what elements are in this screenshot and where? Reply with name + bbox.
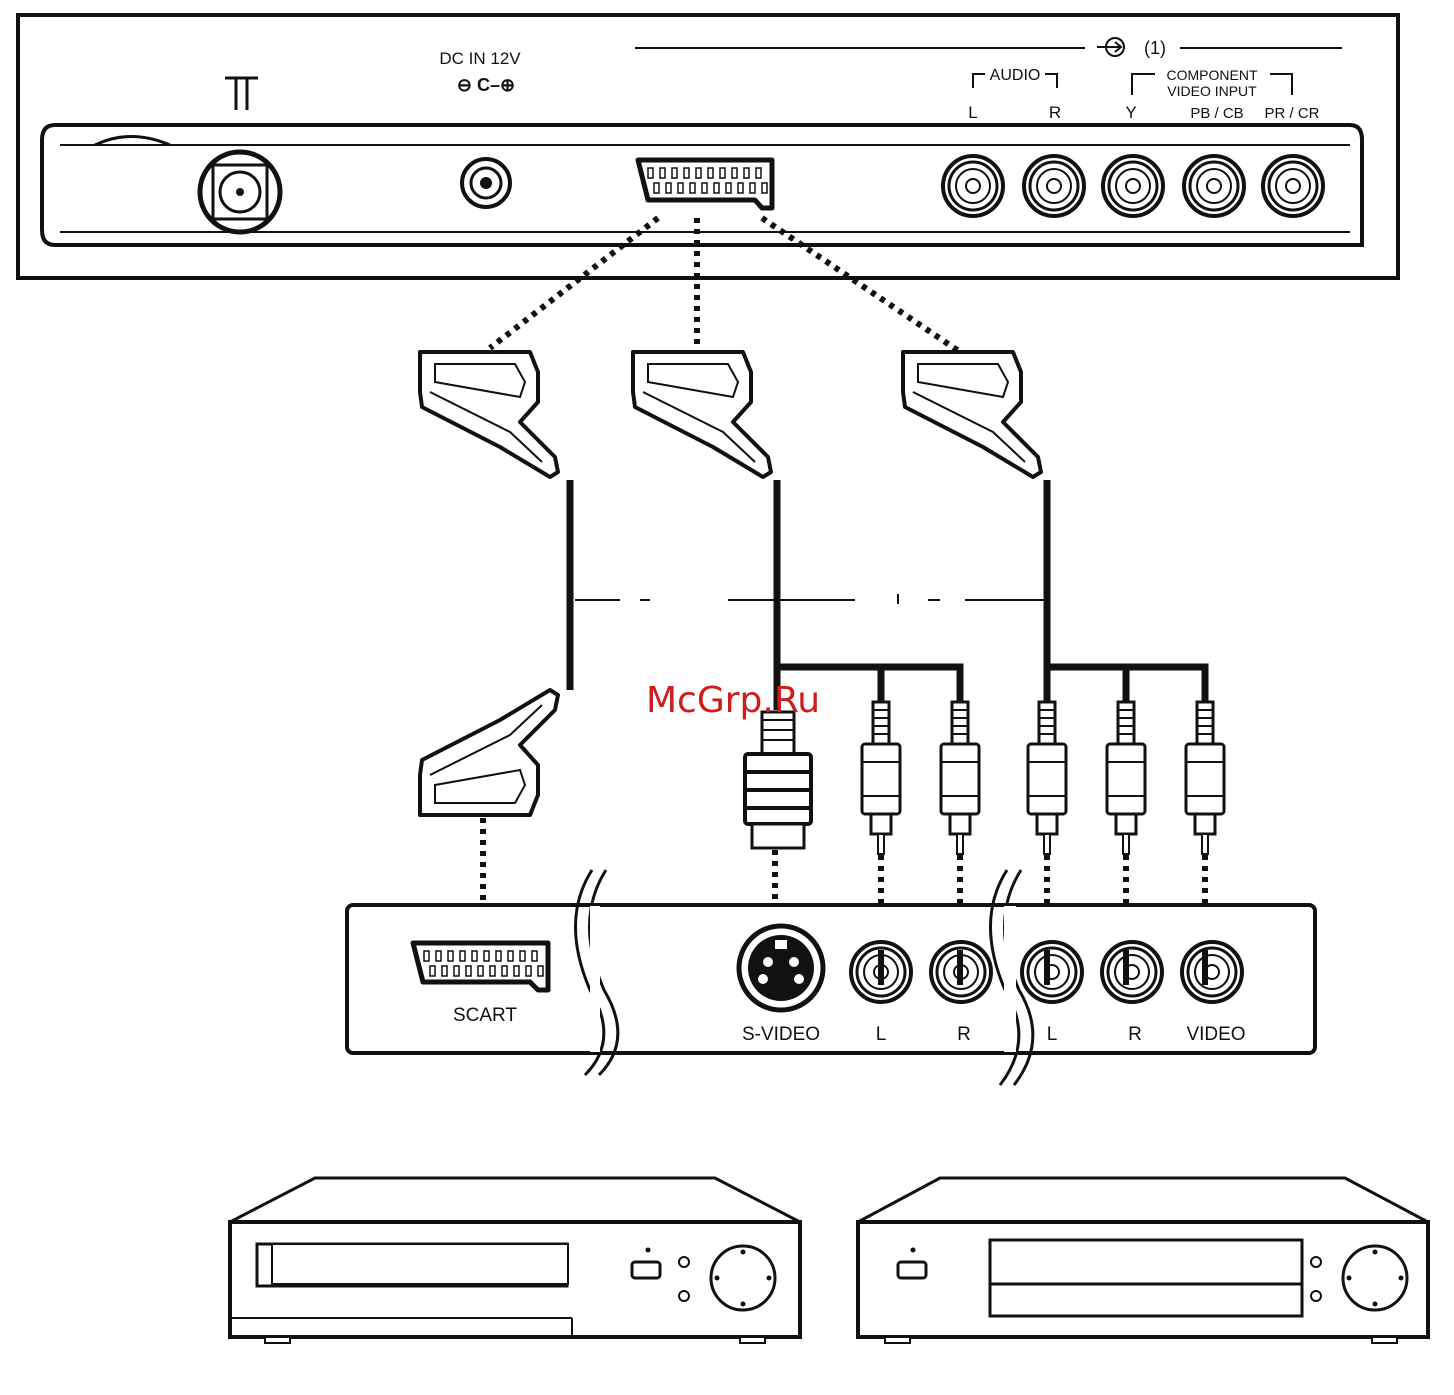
r2-label: R bbox=[1128, 1024, 1142, 1045]
scart-pin bbox=[762, 183, 767, 193]
device-video-jack bbox=[1182, 942, 1242, 1002]
scart-pin bbox=[750, 183, 755, 193]
y-label: Y bbox=[1125, 103, 1136, 122]
device-l2-jack bbox=[1022, 942, 1082, 1002]
scart-pin bbox=[678, 183, 683, 193]
pr-label: PR / CR bbox=[1264, 105, 1319, 122]
scart-pin bbox=[660, 168, 665, 178]
audio-group-label: AUDIO bbox=[990, 67, 1041, 84]
rca-plug-l2 bbox=[1028, 702, 1066, 854]
audio-r-label: R bbox=[1049, 103, 1061, 122]
scart-pin bbox=[732, 168, 737, 178]
scart-pin bbox=[684, 168, 689, 178]
scart-pin bbox=[472, 951, 477, 961]
scart-pin bbox=[448, 951, 453, 961]
component-label-1: COMPONENT bbox=[1167, 67, 1258, 83]
scart-pin bbox=[738, 183, 743, 193]
scart-pin bbox=[714, 183, 719, 193]
scart-pin bbox=[520, 951, 525, 961]
tv-back-panel bbox=[18, 15, 1398, 278]
scart-pin bbox=[424, 951, 429, 961]
rca-plug-r2 bbox=[1107, 702, 1145, 854]
scart-pin bbox=[478, 966, 483, 976]
device-scart-socket bbox=[413, 943, 548, 990]
tv-pr-jack bbox=[1263, 156, 1323, 216]
watermark: McGrp.Ru bbox=[646, 680, 820, 721]
scart-pin bbox=[514, 966, 519, 976]
scart-to-svideo-cable bbox=[633, 352, 979, 854]
scart-pin bbox=[666, 183, 671, 193]
scart-pin bbox=[502, 966, 507, 976]
antenna-socket bbox=[200, 152, 280, 232]
r1-label: R bbox=[957, 1024, 971, 1045]
scart-to-scart-cable bbox=[420, 352, 570, 815]
scart-pin bbox=[648, 168, 653, 178]
scart-pin bbox=[672, 168, 677, 178]
scart-pin bbox=[726, 183, 731, 193]
scart-pin bbox=[756, 168, 761, 178]
tv-audio-l-jack bbox=[943, 156, 1003, 216]
scart-pin bbox=[490, 966, 495, 976]
scart-pin bbox=[430, 966, 435, 976]
scart-label: SCART bbox=[453, 1005, 517, 1026]
recorder-device-illustration bbox=[858, 1178, 1428, 1343]
input-marker-label: (1) bbox=[1144, 38, 1166, 58]
scart-pin bbox=[526, 966, 531, 976]
scart-pin bbox=[702, 183, 707, 193]
scart-pin bbox=[720, 168, 725, 178]
tv-audio-r-jack bbox=[1024, 156, 1084, 216]
scart-pin bbox=[532, 951, 537, 961]
rca-plug-video bbox=[1186, 702, 1224, 854]
alternative-separator bbox=[575, 594, 1047, 604]
scart-pin bbox=[460, 951, 465, 961]
pb-label: PB / CB bbox=[1190, 105, 1243, 122]
dc-in-label: DC IN 12V bbox=[439, 49, 521, 68]
scart-pin bbox=[442, 966, 447, 976]
svideo-socket bbox=[739, 926, 823, 1010]
scart-pin bbox=[690, 183, 695, 193]
video-label: VIDEO bbox=[1186, 1024, 1245, 1045]
scart-pin bbox=[696, 168, 701, 178]
l1-label: L bbox=[876, 1024, 887, 1045]
svideo-label: S-VIDEO bbox=[742, 1024, 820, 1045]
scart-pin bbox=[496, 951, 501, 961]
scart-pin bbox=[466, 966, 471, 976]
tv-scart-socket bbox=[638, 160, 772, 208]
vcr-device-illustration bbox=[230, 1178, 800, 1343]
device-r2-jack bbox=[1102, 942, 1162, 1002]
scart-pin bbox=[654, 183, 659, 193]
tv-y-jack bbox=[1103, 156, 1163, 216]
dc-in-socket bbox=[462, 159, 510, 207]
component-label-2: VIDEO INPUT bbox=[1167, 83, 1257, 99]
scart-pin bbox=[484, 951, 489, 961]
scart-pin bbox=[744, 168, 749, 178]
scart-pin bbox=[708, 168, 713, 178]
scart-pin bbox=[508, 951, 513, 961]
tv-pb-jack bbox=[1184, 156, 1244, 216]
svideo-plug bbox=[745, 712, 811, 848]
rca-plug-r1 bbox=[941, 702, 979, 854]
dc-polarity-symbol: ⊖ C–⊕ bbox=[457, 75, 515, 95]
rca-plug-l1 bbox=[862, 702, 900, 854]
l2-label: L bbox=[1047, 1024, 1058, 1045]
scart-pin bbox=[454, 966, 459, 976]
scart-pin bbox=[538, 966, 543, 976]
scart-pin bbox=[436, 951, 441, 961]
audio-l-label: L bbox=[968, 103, 977, 122]
